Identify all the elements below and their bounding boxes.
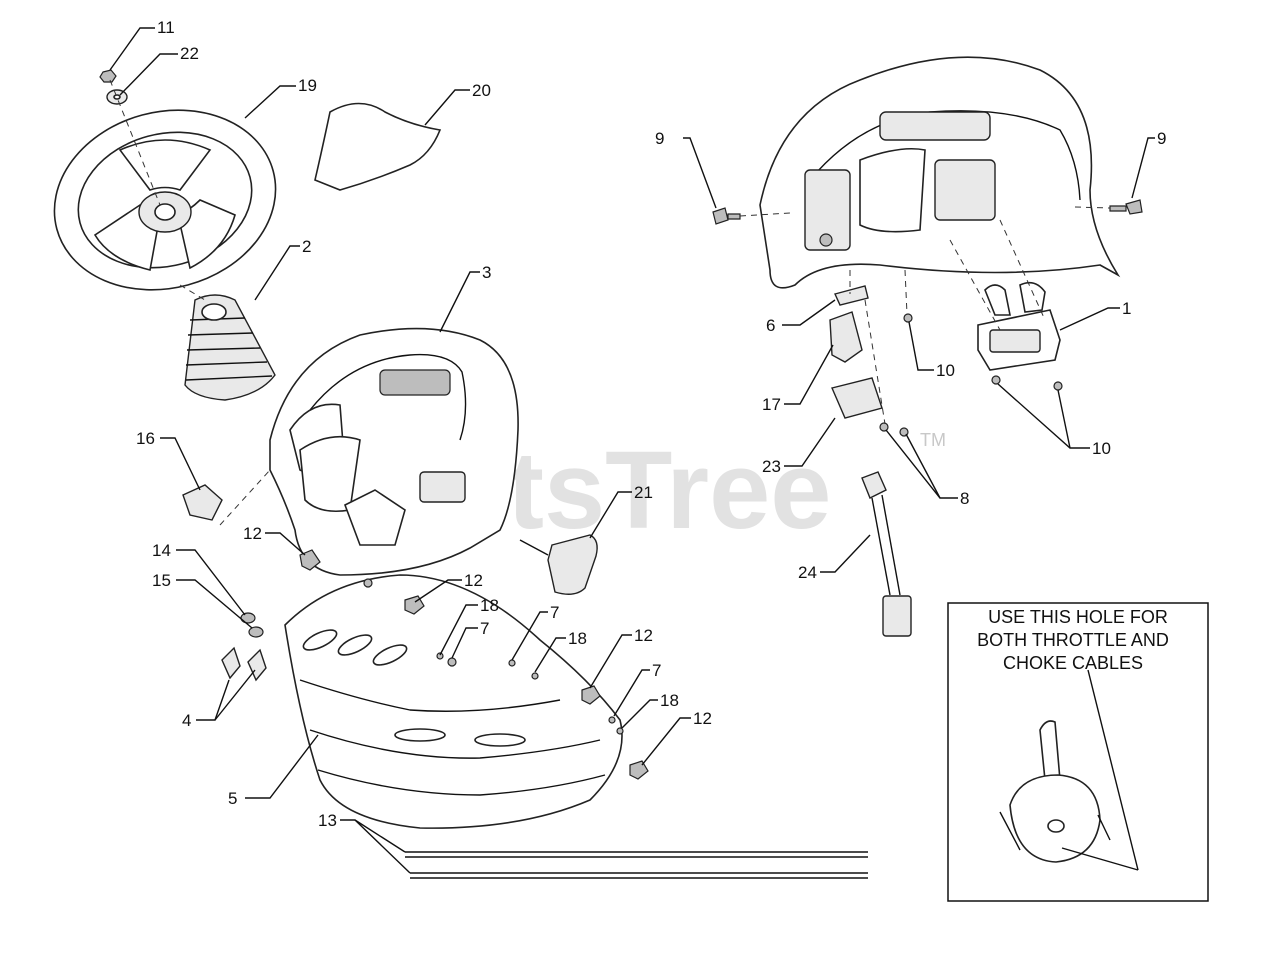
lower-dash[interactable] <box>284 574 623 829</box>
callout-label: 4 <box>182 711 191 730</box>
callout-label: 7 <box>480 619 489 638</box>
switch-icon <box>182 484 223 521</box>
watermark-tm: TM <box>920 430 946 450</box>
inset-line-2: BOTH THROTTLE AND <box>977 630 1169 650</box>
callout-label: 18 <box>480 596 499 615</box>
callout-label: 9 <box>655 129 664 148</box>
callout-label: 19 <box>298 76 317 95</box>
callout-label: 13 <box>318 811 337 830</box>
callout-label: 24 <box>798 563 817 582</box>
inset-line-3: CHOKE CABLES <box>1003 653 1143 673</box>
callout-label: 22 <box>180 44 199 63</box>
callout-label: 20 <box>472 81 491 100</box>
trim-strips[interactable] <box>405 851 868 879</box>
callout-label: 6 <box>766 316 775 335</box>
screw-icon <box>1109 199 1143 215</box>
dash-underside[interactable] <box>759 56 1121 289</box>
callout-label: 12 <box>634 626 653 645</box>
bracket-part[interactable] <box>834 285 869 306</box>
ignition-switch[interactable] <box>829 311 863 363</box>
mount-plate[interactable] <box>831 377 883 419</box>
wheel-cap[interactable] <box>314 102 442 191</box>
nut-icon <box>99 69 117 83</box>
dash-panel[interactable] <box>269 327 519 576</box>
callout-label: 17 <box>762 395 781 414</box>
callout-label: 15 <box>152 571 171 590</box>
steering-wheel[interactable] <box>34 86 296 314</box>
lens-part[interactable] <box>547 534 598 595</box>
callout-label: 10 <box>1092 439 1111 458</box>
inset-line-1: USE THIS HOLE FOR <box>988 607 1168 627</box>
steering-boot[interactable] <box>184 294 276 401</box>
callout-label: 16 <box>136 429 155 448</box>
callouts: 11 22 19 20 2 3 16 21 12 14 15 12 18 7 7… <box>136 18 1166 830</box>
callout-label: 12 <box>464 571 483 590</box>
callout-label: 11 <box>157 18 175 37</box>
leader-lines <box>109 27 1155 874</box>
inset-box: USE THIS HOLE FOR BOTH THROTTLE AND CHOK… <box>947 602 1209 902</box>
callout-label: 18 <box>568 629 587 648</box>
callout-label: 21 <box>634 483 653 502</box>
callout-label: 3 <box>482 263 491 282</box>
callout-label: 14 <box>152 541 171 560</box>
wire-harness[interactable] <box>861 471 912 637</box>
callout-label: 1 <box>1122 299 1131 318</box>
callout-label: 12 <box>243 524 262 543</box>
callout-label: 9 <box>1157 129 1166 148</box>
callout-label: 10 <box>936 361 955 380</box>
throttle-control[interactable] <box>977 281 1061 371</box>
callout-label: 18 <box>660 691 679 710</box>
callout-label: 7 <box>652 661 661 680</box>
callout-label: 12 <box>693 709 712 728</box>
callout-label: 2 <box>302 237 311 256</box>
callout-label: 8 <box>960 489 969 508</box>
callout-label: 7 <box>550 603 559 622</box>
callout-label: 23 <box>762 457 781 476</box>
callout-label: 5 <box>228 789 237 808</box>
screw-icon <box>712 207 741 225</box>
